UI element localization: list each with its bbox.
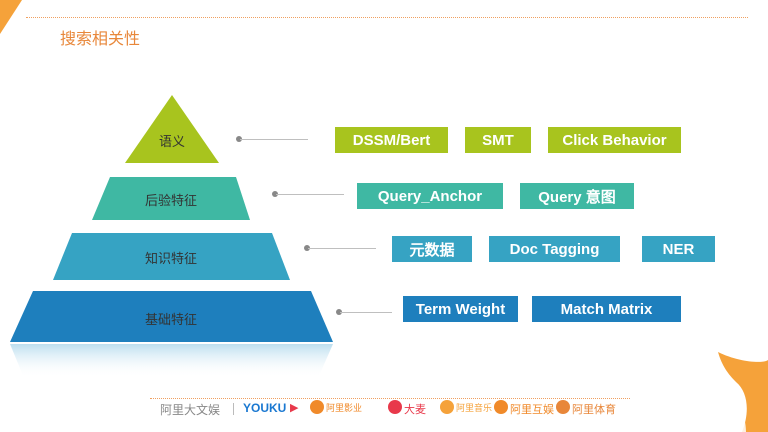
- pyramid-reflection: [10, 344, 333, 378]
- corner-decoration: [0, 0, 22, 34]
- tag-query-intent: Query 意图: [520, 183, 634, 209]
- tag-doc-tagging: Doc Tagging: [489, 236, 620, 262]
- brand-alibaba-entertainment: 阿里大文娱: [160, 403, 221, 417]
- tier-label-semantic: 语义: [158, 135, 185, 150]
- brand-damai: 大麦: [404, 403, 426, 416]
- pyramid-tier-posterior: [92, 177, 250, 220]
- title-divider: [26, 17, 748, 18]
- brand-alibaba-music: 阿里音乐: [456, 404, 493, 414]
- connector-dot: [336, 309, 342, 315]
- connector-line: [340, 312, 392, 313]
- brand-separator: [233, 403, 234, 415]
- connector-line: [276, 194, 344, 195]
- connector-dot: [236, 136, 242, 142]
- tag-ner: NER: [642, 236, 715, 262]
- tag-click-behavior: Click Behavior: [548, 127, 681, 153]
- alibaba-games-logo-icon: [494, 400, 508, 414]
- alibaba-sports-logo-icon: [556, 400, 570, 414]
- tag-query-anchor: Query_Anchor: [357, 183, 503, 209]
- youku-play-icon: ▶: [290, 401, 299, 414]
- alibaba-pictures-logo-icon: [310, 400, 324, 414]
- corner-wave-decoration: [718, 352, 768, 432]
- slide-title: 搜索相关性: [60, 29, 141, 48]
- tier-label-basic: 基础特征: [144, 313, 197, 328]
- footer-divider: [150, 398, 630, 399]
- tag-term-weight: Term Weight: [403, 296, 518, 322]
- connector-dot: [304, 245, 310, 251]
- alibaba-music-logo-icon: [440, 400, 454, 414]
- tier-label-knowledge: 知识特征: [144, 252, 197, 267]
- brand-alibaba-sports: 阿里体育: [572, 403, 616, 416]
- brand-youku: YOUKU: [243, 401, 287, 415]
- connector-line: [308, 248, 376, 249]
- brand-alibaba-games: 阿里互娱: [510, 403, 554, 416]
- connector-dot: [272, 191, 278, 197]
- connector-line: [240, 139, 308, 140]
- tag-dssm-bert: DSSM/Bert: [335, 127, 448, 153]
- tier-label-posterior: 后验特征: [144, 194, 197, 209]
- damai-logo-icon: [388, 400, 402, 414]
- pyramid-tier-basic: [10, 291, 333, 342]
- tag-smt: SMT: [465, 127, 531, 153]
- tag-match-matrix: Match Matrix: [532, 296, 681, 322]
- brand-alibaba-pictures: 阿里影业: [326, 404, 363, 414]
- tag-metadata: 元数据: [392, 236, 472, 262]
- pyramid-tier-knowledge: [53, 233, 290, 280]
- pyramid-tier-semantic: [125, 95, 219, 163]
